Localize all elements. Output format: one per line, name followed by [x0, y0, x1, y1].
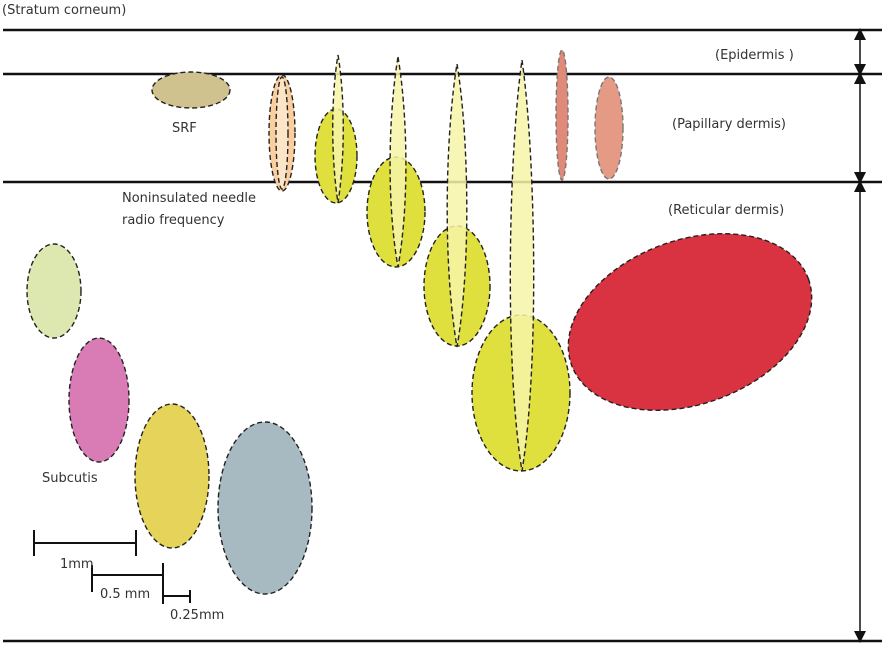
- needle-2: [389, 56, 407, 268]
- scale-bar-0.5mm: [91, 563, 164, 604]
- scale-bar-1mm: [33, 530, 137, 556]
- needle-4: [509, 59, 535, 472]
- needle-label-line2: radio frequency: [122, 213, 225, 228]
- papillary-dermis-label: (Papillary dermis): [672, 117, 787, 132]
- needle-label-line1: Noninsulated needle: [122, 191, 256, 206]
- subcutis-label: Subcutis: [42, 471, 98, 486]
- needle-3: [446, 63, 468, 348]
- yellow-ellipse: [134, 403, 210, 549]
- salmon-ellipse: [594, 76, 624, 180]
- pink-ellipse: [68, 337, 130, 463]
- gray-blue-ellipse: [217, 421, 313, 595]
- scale-0.25mm-label: 0.25mm: [170, 608, 225, 623]
- reticular-dermis-label: (Reticular dermis): [668, 203, 785, 218]
- red-narrow-ellipse: [555, 49, 569, 181]
- needle-1: [332, 54, 344, 204]
- srf-ellipse: [151, 71, 231, 109]
- scale-bar-0.25mm: [163, 590, 191, 603]
- light-green-ellipse: [26, 243, 82, 339]
- epidermis-label: (Epidermis ): [715, 48, 794, 63]
- scale-0.5mm-label: 0.5 mm: [100, 587, 151, 602]
- scale-1mm-label: 1mm: [60, 557, 94, 572]
- stratum-corneum-label: (Stratum corneum): [2, 3, 127, 18]
- big-red-ellipse: [567, 233, 813, 411]
- srf-label: SRF: [172, 121, 197, 136]
- orange-inner: [275, 76, 289, 190]
